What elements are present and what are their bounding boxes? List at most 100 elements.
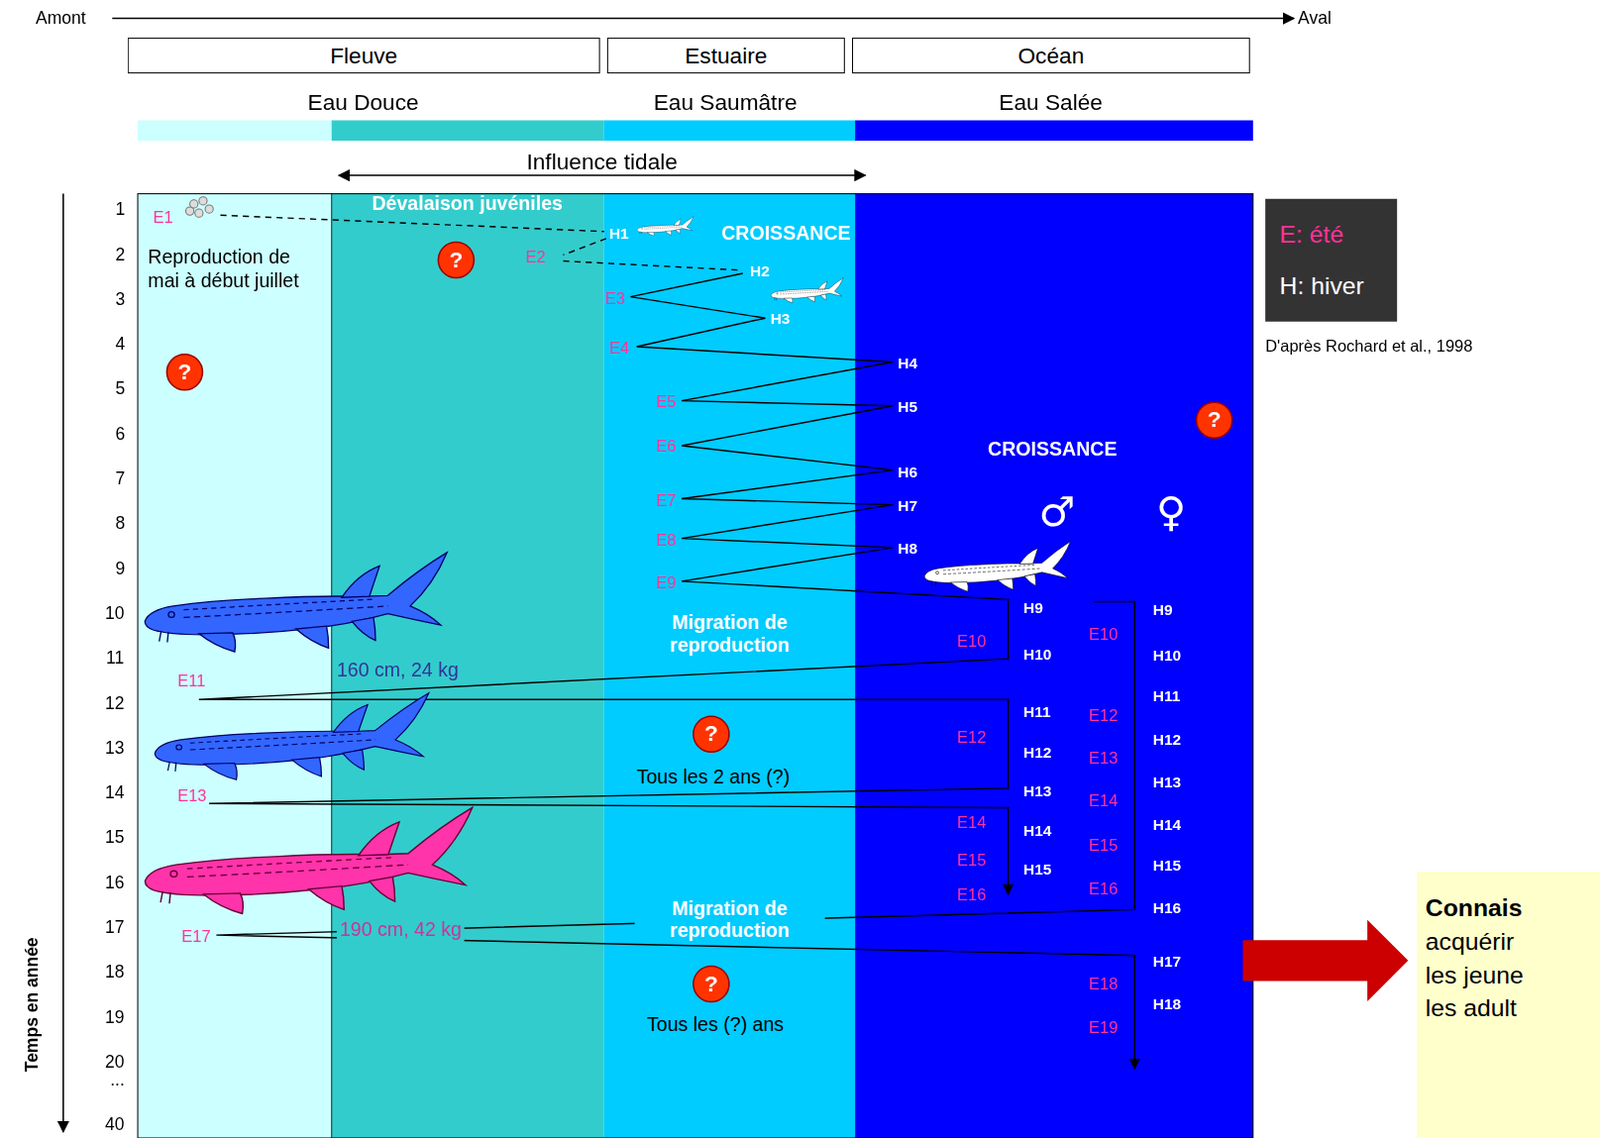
year-tick: 11 bbox=[106, 648, 124, 670]
winter-marker: H18 bbox=[1153, 995, 1181, 1015]
male-sturgeon bbox=[144, 552, 447, 652]
unknown-marker: ? bbox=[691, 964, 731, 1004]
female-sturgeon bbox=[144, 807, 472, 914]
winter-marker: H11 bbox=[1023, 702, 1052, 722]
zone-name: Estuaire bbox=[684, 42, 767, 70]
winter-marker: H15 bbox=[1153, 856, 1181, 876]
zone-label: Eau Saumâtre bbox=[653, 90, 798, 117]
zone-header-box: Estuaire bbox=[607, 37, 846, 74]
winter-marker: H7 bbox=[897, 496, 918, 516]
marker-circle bbox=[693, 716, 730, 752]
marker-circle bbox=[1196, 402, 1233, 438]
note-box: Connaisacquérir les jeune les adult bbox=[1416, 871, 1600, 1138]
summer-marker: E14 bbox=[957, 813, 986, 834]
year-tick: 6 bbox=[114, 424, 125, 445]
salinity-bar bbox=[331, 119, 605, 141]
question-mark: ? bbox=[1207, 409, 1222, 432]
winter-marker: H12 bbox=[1153, 730, 1181, 749]
zone-name: Fleuve bbox=[329, 42, 398, 70]
marker-circle bbox=[437, 242, 474, 279]
juvenile-fish bbox=[770, 278, 844, 304]
year-tick: 3 bbox=[114, 289, 125, 311]
zone-label: Eau Douce bbox=[308, 90, 420, 117]
juvenile-fish bbox=[637, 216, 694, 236]
year-tick: 18 bbox=[105, 962, 124, 984]
phase-label: Migration de reproduction bbox=[635, 897, 826, 943]
question-mark: ? bbox=[448, 248, 463, 272]
direction-label: Amont bbox=[35, 7, 87, 29]
key-entry: H: hiver bbox=[1280, 271, 1384, 301]
zone-label: Influence tidale bbox=[526, 148, 677, 176]
pointer-arrow bbox=[1243, 920, 1409, 1002]
summer-marker: E15 bbox=[957, 851, 986, 871]
year-tick: 20 bbox=[105, 1053, 124, 1074]
size-label: 160 cm, 24 kg bbox=[336, 658, 459, 682]
time-axis bbox=[62, 194, 65, 1133]
winter-marker: H9 bbox=[1023, 598, 1044, 618]
subadult-fish bbox=[924, 541, 1070, 593]
winter-marker: H13 bbox=[1023, 782, 1052, 802]
winter-marker: H12 bbox=[1023, 744, 1052, 763]
marker-circle bbox=[693, 966, 730, 1003]
winter-marker: H16 bbox=[1153, 899, 1181, 919]
phase-label: CROISSANCE bbox=[721, 221, 851, 244]
migration-path bbox=[199, 273, 1009, 895]
note-body: acquérir les jeune les adult bbox=[1425, 924, 1538, 1026]
year-tick: 19 bbox=[105, 1007, 124, 1029]
summer-marker: E15 bbox=[1088, 835, 1118, 855]
summer-marker: E12 bbox=[957, 727, 986, 747]
year-tick: 8 bbox=[114, 514, 125, 535]
winter-marker: H1 bbox=[609, 224, 630, 244]
year-tick: 9 bbox=[114, 558, 125, 580]
year-tick: 1 bbox=[114, 200, 125, 221]
summer-marker: E5 bbox=[655, 391, 676, 412]
river-tidal-zone bbox=[331, 194, 605, 1138]
summer-marker: E9 bbox=[655, 573, 676, 594]
winter-marker: H9 bbox=[1153, 600, 1174, 620]
phase-label: CROISSANCE bbox=[987, 438, 1117, 461]
winter-marker: H2 bbox=[749, 262, 770, 282]
summer-marker: E3 bbox=[605, 288, 626, 309]
year-tick: 15 bbox=[105, 828, 124, 850]
male-sturgeon bbox=[154, 693, 428, 781]
unknown-marker: ? bbox=[1194, 401, 1234, 440]
direction-arrow bbox=[111, 17, 1294, 20]
estuary-zone bbox=[604, 194, 855, 1138]
summer-marker: E18 bbox=[1088, 973, 1118, 994]
year-tick: 4 bbox=[114, 334, 125, 356]
migration-path bbox=[215, 601, 1135, 1069]
winter-marker: H17 bbox=[1153, 953, 1181, 972]
year-tick: 13 bbox=[105, 738, 124, 759]
summer-marker: E16 bbox=[957, 885, 986, 906]
river-zone bbox=[137, 194, 332, 1138]
year-tick: 17 bbox=[105, 918, 124, 940]
egg bbox=[199, 197, 208, 206]
source-note: D'après Rochard et al., 1998 bbox=[1265, 336, 1473, 357]
note-text: Tous les 2 ans (?) bbox=[634, 764, 794, 789]
winter-marker: H5 bbox=[897, 398, 918, 418]
panel-outline bbox=[137, 194, 1254, 1138]
summer-marker: E2 bbox=[525, 246, 545, 267]
year-tick: 5 bbox=[114, 379, 125, 401]
winter-marker: H10 bbox=[1153, 646, 1181, 666]
juvenile-path bbox=[219, 214, 742, 271]
unknown-marker: ? bbox=[691, 715, 731, 754]
winter-marker: H13 bbox=[1153, 772, 1181, 792]
summer-marker: E11 bbox=[177, 670, 206, 691]
summer-marker: E19 bbox=[1088, 1018, 1118, 1039]
unknown-marker: ? bbox=[165, 352, 205, 392]
year-tick: 10 bbox=[105, 604, 124, 626]
unknown-marker: ? bbox=[436, 240, 476, 280]
marker-circle bbox=[166, 354, 203, 391]
note-text: Reproduction de mai à début juillet bbox=[147, 244, 312, 294]
zone-name: Océan bbox=[1017, 42, 1084, 70]
summer-marker: E14 bbox=[1088, 791, 1118, 812]
summer-marker: E13 bbox=[1088, 748, 1118, 769]
winter-marker: H14 bbox=[1023, 822, 1052, 842]
egg bbox=[195, 209, 204, 217]
axis-title: Temps en année bbox=[21, 937, 43, 1072]
migration-line bbox=[563, 238, 607, 255]
summer-marker: E13 bbox=[177, 786, 207, 807]
year-tick: 2 bbox=[114, 244, 125, 266]
zone-header-box: Fleuve bbox=[127, 37, 601, 74]
